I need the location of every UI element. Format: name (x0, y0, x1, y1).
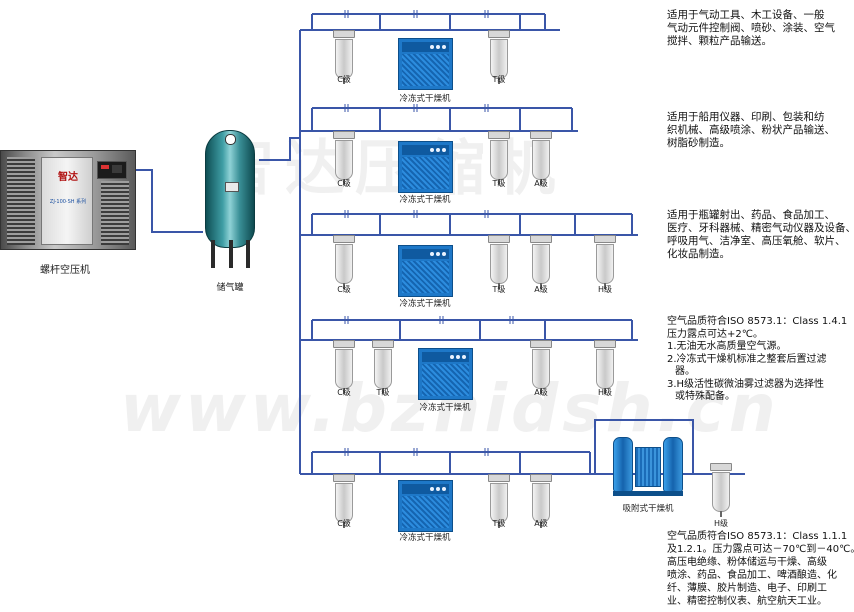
note-line: 适用于瓶罐射出、药品、食品加工、 (667, 209, 835, 221)
note-line: 搅拌、颗粒产品输送。 (667, 35, 772, 47)
refrigerated-dryer (398, 480, 453, 532)
a-grade-label: A级 (534, 285, 548, 294)
note-row-2: 适用于船用仪器、印刷、包装和纺 织机械、高级喷涂、粉状产品输送、 树脂砂制造。 (667, 111, 835, 150)
h-grade-label: H级 (597, 388, 612, 397)
note-line: 呼吸用气、洁净室、高压氧舱、软片、 (667, 235, 846, 247)
note-line: 空气品质符合ISO 8573.1：Class 1.1.1 (667, 531, 848, 542)
t-grade-label: T级 (492, 519, 506, 528)
note-line: 压力露点可达+2℃。 (667, 328, 763, 340)
compressor-vent-left (7, 157, 35, 245)
h-grade-filter (710, 463, 732, 517)
refrigerated-dryer-label: 冷冻式干燥机 (399, 533, 451, 543)
compressor-cabinet: 智达 ZJ-100·SH 系列 (0, 150, 136, 250)
compressor-door: 智达 ZJ-100·SH 系列 (41, 157, 93, 245)
note-line: 2.冷冻式干燥机标准之整套后置过滤 (667, 353, 827, 365)
h-grade-filter (594, 340, 616, 394)
note-line: 喷涂、药品、食品加工、啤酒酿造、化 (667, 570, 837, 581)
a-grade-label: A级 (534, 388, 548, 397)
t-grade-filter (372, 340, 394, 394)
a-grade-filter (530, 340, 552, 394)
note-row-5: 空气品质符合ISO 8573.1：Class 1.1.1 及1.2.1。压力露点… (667, 530, 854, 608)
t-grade-label: T级 (492, 179, 506, 188)
c-grade-filter (333, 474, 355, 528)
a-grade-filter (530, 474, 552, 528)
note-row-3: 适用于瓶罐射出、药品、食品加工、 医疗、牙科器械、精密气动仪器及设备、 呼吸用气… (667, 209, 854, 261)
note-line: 空气品质符合ISO 8573.1：Class 1.4.1 (667, 316, 848, 327)
t-grade-label: T级 (376, 388, 390, 397)
compressor-model: ZJ-100·SH 系列 (49, 199, 87, 205)
compressor-brand: 智达 (58, 172, 78, 183)
c-grade-label: C级 (337, 285, 351, 294)
a-grade-filter (530, 235, 552, 289)
h-grade-label: H级 (713, 519, 728, 528)
compressor-label: 螺杆空压机 (40, 265, 90, 276)
t-grade-filter (488, 30, 510, 84)
tank-leg (211, 240, 215, 268)
note-line: 1.无油无水高质量空气源。 (667, 341, 787, 352)
a-grade-label: A级 (534, 179, 548, 188)
t-grade-filter (488, 235, 510, 289)
note-line: 业、精密控制仪表、航空航天工业。 (667, 596, 827, 607)
refrigerated-dryer-label: 冷冻式干燥机 (399, 195, 451, 205)
tank-leg (246, 240, 250, 268)
c-grade-filter (333, 30, 355, 84)
screw-compressor: 智达 ZJ-100·SH 系列 (0, 150, 136, 252)
note-line: 高压电绝缘、粉体储运与干燥、高级 (667, 557, 827, 568)
a-grade-filter (530, 131, 552, 185)
refrigerated-dryer (418, 348, 473, 400)
note-line: 或特殊配备。 (675, 391, 735, 402)
note-line: 树脂砂制造。 (667, 137, 730, 149)
air-receiver-tank (203, 130, 259, 270)
tank-leg (229, 240, 233, 268)
t-grade-label: T级 (492, 75, 506, 84)
note-line: 适用于船用仪器、印刷、包装和纺 (667, 111, 825, 123)
compressor-control-panel (97, 161, 127, 179)
tank-nameplate (225, 182, 239, 192)
note-line: 气动元件控制阀、喷砂、涂装、空气 (667, 22, 835, 34)
c-grade-label: C级 (337, 388, 351, 397)
c-grade-filter (333, 340, 355, 394)
h-grade-filter (594, 235, 616, 289)
note-line: 器。 (675, 366, 695, 377)
t-grade-filter (488, 131, 510, 185)
t-grade-filter (488, 474, 510, 528)
pressure-gauge-icon (225, 134, 236, 145)
refrigerated-dryer-label: 冷冻式干燥机 (399, 299, 451, 309)
c-grade-label: C级 (337, 519, 351, 528)
note-row-1: 适用于气动工具、木工设备、一般 气动元件控制阀、喷砂、涂装、空气 搅拌、颗粒产品… (667, 9, 835, 48)
note-line: 织机械、高级喷涂、粉状产品输送、 (667, 124, 835, 136)
note-row-4: 空气品质符合ISO 8573.1：Class 1.4.1 压力露点可达+2℃。 … (667, 316, 847, 404)
c-grade-filter (333, 235, 355, 289)
note-line: 医疗、牙科器械、精密气动仪器及设备、 (667, 222, 854, 234)
a-grade-label: A级 (534, 519, 548, 528)
refrigerated-dryer (398, 141, 453, 193)
note-line: 化妆品制造。 (667, 248, 730, 260)
refrigerated-dryer-label: 冷冻式干燥机 (419, 403, 471, 413)
note-line: 纤、薄膜、胶片制造、电子、印刷工 (667, 583, 827, 594)
compressor-vent-right (101, 181, 129, 245)
c-grade-label: C级 (337, 75, 351, 84)
h-grade-label: H级 (597, 285, 612, 294)
tank-label: 储气罐 (216, 283, 244, 293)
c-grade-label: C级 (337, 179, 351, 188)
refrigerated-dryer (398, 245, 453, 297)
note-line: 及1.2.1。压力露点可达－70℃到－40℃。 (667, 544, 854, 555)
c-grade-filter (333, 131, 355, 185)
adsorption-dryer (613, 437, 683, 497)
note-line: 适用于气动工具、木工设备、一般 (667, 9, 825, 21)
refrigerated-dryer-label: 冷冻式干燥机 (399, 94, 451, 104)
note-line: 3.H级活性碳微油雾过滤器为选择性 (667, 378, 825, 390)
adsorption-dryer-label: 吸附式干燥机 (622, 504, 674, 514)
refrigerated-dryer (398, 38, 453, 90)
t-grade-label: T级 (492, 285, 506, 294)
